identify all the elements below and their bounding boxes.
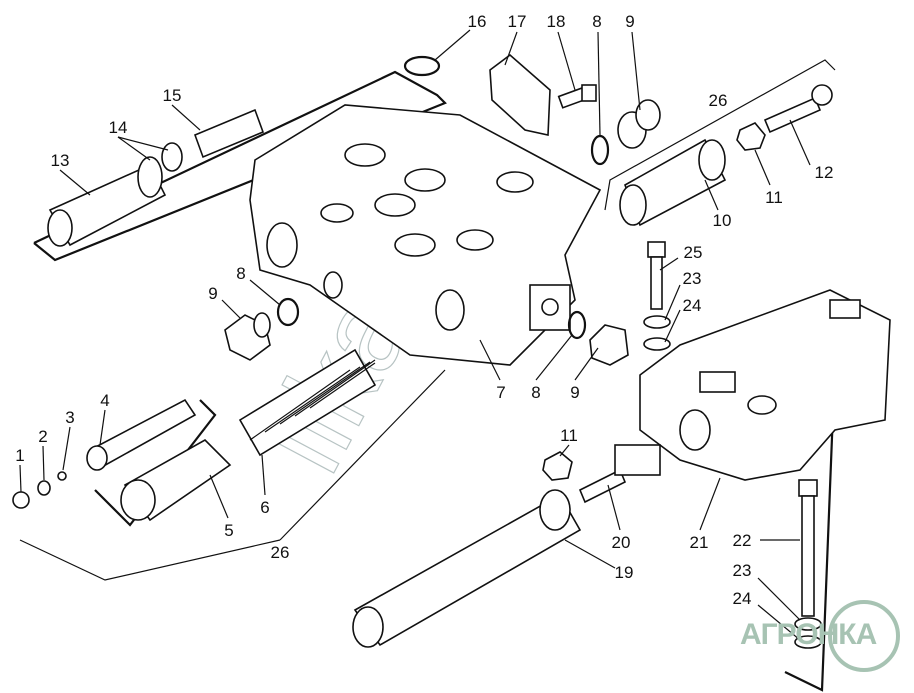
leader-lines bbox=[19, 29, 811, 641]
label-5: 5 bbox=[224, 521, 233, 540]
label-4: 4 bbox=[100, 391, 109, 410]
label-21: 21 bbox=[690, 533, 709, 552]
washer-24-top bbox=[643, 337, 671, 351]
bolt-25 bbox=[647, 241, 666, 310]
plate-17 bbox=[489, 53, 551, 136]
label-16: 16 bbox=[468, 12, 487, 31]
o-ring-8-left bbox=[276, 297, 300, 327]
bolt-12 bbox=[763, 84, 833, 134]
label-11: 11 bbox=[560, 426, 578, 445]
spool-13 bbox=[47, 108, 265, 247]
label-18: 18 bbox=[547, 12, 566, 31]
spring-2 bbox=[37, 480, 51, 496]
logo-text: АГРОНКА bbox=[740, 618, 877, 651]
spring-6 bbox=[238, 348, 377, 457]
o-ring-8-right bbox=[567, 310, 587, 340]
ball-3 bbox=[57, 471, 67, 481]
label-6: 6 bbox=[260, 498, 269, 517]
label-13: 13 bbox=[51, 151, 70, 170]
nut-11-bottom bbox=[542, 451, 573, 481]
logo-circle bbox=[828, 600, 900, 672]
bolt-22 bbox=[798, 479, 818, 617]
label-12: 12 bbox=[815, 163, 834, 182]
cap-1 bbox=[12, 491, 30, 509]
nut-11-top bbox=[736, 122, 766, 151]
label-2: 2 bbox=[38, 427, 47, 446]
label-8: 8 bbox=[236, 264, 245, 283]
label-11: 11 bbox=[765, 188, 783, 207]
group-bracket-26 bbox=[604, 59, 836, 211]
washer-23-bottom bbox=[794, 617, 822, 631]
label-8: 8 bbox=[592, 12, 601, 31]
label-14: 14 bbox=[109, 118, 128, 137]
label-9: 9 bbox=[625, 12, 634, 31]
label-1: 1 bbox=[15, 446, 24, 465]
washer-24-bottom bbox=[794, 635, 822, 649]
label-19: 19 bbox=[615, 563, 634, 582]
label-20: 20 bbox=[612, 533, 631, 552]
washer-23-top bbox=[643, 315, 671, 329]
o-ring-8-top bbox=[590, 134, 610, 166]
bolt-20 bbox=[578, 444, 661, 504]
label-23: 23 bbox=[733, 561, 752, 580]
label-24: 24 bbox=[683, 296, 702, 315]
rod-4 bbox=[86, 398, 197, 471]
label-24: 24 bbox=[733, 589, 752, 608]
plug-9-left bbox=[224, 312, 271, 361]
label-17: 17 bbox=[508, 12, 527, 31]
label-3: 3 bbox=[65, 408, 74, 427]
agronka-logo: АГРОНКА bbox=[740, 600, 900, 678]
label-9: 9 bbox=[208, 284, 217, 303]
bracket-21 bbox=[639, 289, 891, 481]
label-26: 26 bbox=[271, 543, 290, 562]
o-ring-16 bbox=[403, 55, 441, 77]
group-bracket-spool bbox=[33, 70, 447, 262]
bolt-18 bbox=[557, 84, 597, 109]
label-10: 10 bbox=[713, 211, 732, 230]
plug-9-top bbox=[617, 99, 661, 149]
group-bracket-26b bbox=[19, 539, 281, 581]
lever-19 bbox=[352, 489, 582, 648]
label-22: 22 bbox=[733, 531, 752, 550]
label-7: 7 bbox=[496, 383, 505, 402]
label-9: 9 bbox=[570, 383, 579, 402]
label-15: 15 bbox=[163, 86, 182, 105]
label-25: 25 bbox=[684, 243, 703, 262]
plug-9-right bbox=[589, 324, 629, 366]
label-8: 8 bbox=[531, 383, 540, 402]
valve-10 bbox=[619, 138, 727, 227]
label-26: 26 bbox=[709, 91, 728, 110]
sleeve-5 bbox=[120, 439, 232, 522]
valve-body-7 bbox=[249, 104, 602, 366]
label-23: 23 bbox=[683, 269, 702, 288]
